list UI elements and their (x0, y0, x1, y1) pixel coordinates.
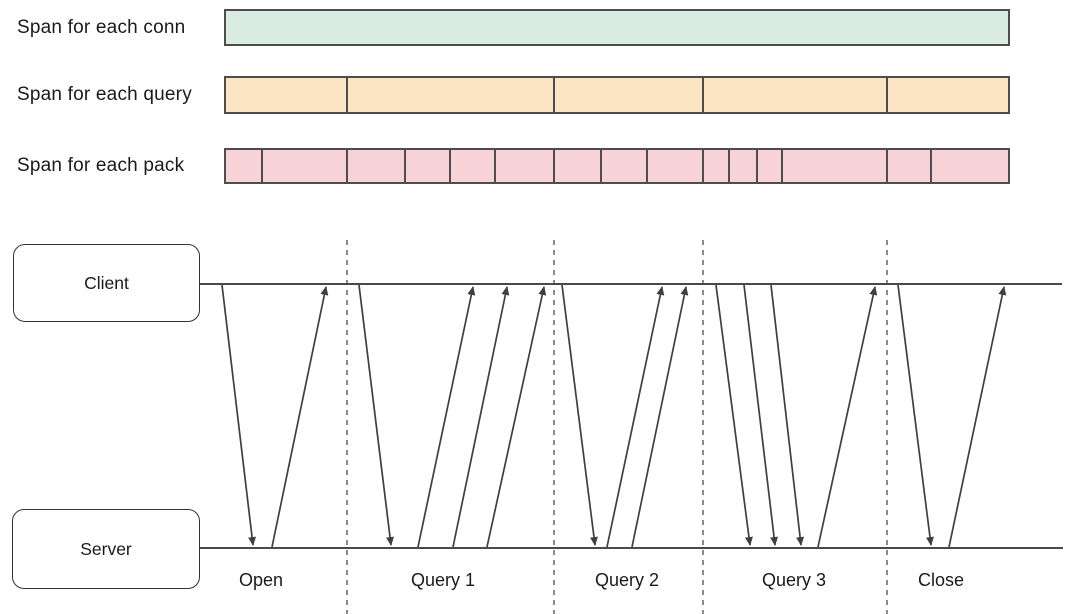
phase-label-query-3: Query 3 (761, 570, 827, 590)
pack-span-bar (224, 148, 1010, 184)
server-label: Server (80, 538, 132, 559)
message-arrow-client-to-server (743, 284, 779, 546)
message-arrow-server-to-client (631, 286, 689, 548)
phase-label-close: Close (917, 570, 965, 590)
message-arrow-client-to-server (221, 284, 257, 546)
client-label: Client (84, 272, 129, 293)
phase-label-open: Open (238, 570, 284, 590)
message-arrow-server-to-client (948, 286, 1007, 548)
phase-label-query-2: Query 2 (594, 570, 660, 590)
conn-span-bar (224, 9, 1010, 46)
row-label-query-span: Span for each query (17, 84, 192, 105)
message-arrow-client-to-server (715, 284, 753, 546)
message-arrow-client-to-server (561, 284, 598, 546)
row-label-conn-span: Span for each conn (17, 16, 186, 38)
message-arrow-server-to-client (817, 286, 878, 548)
message-arrow-client-to-server (897, 284, 934, 546)
message-arrow-server-to-client (417, 286, 476, 548)
message-arrow-server-to-client (606, 286, 665, 548)
message-arrow-server-to-client (486, 286, 547, 548)
message-arrow-client-to-server (358, 284, 394, 546)
message-arrow-client-to-server (770, 284, 805, 546)
query-span-bar (224, 76, 1010, 114)
row-label-pack-span: Span for each pack (17, 155, 185, 176)
phase-label-query-1: Query 1 (410, 570, 476, 590)
message-arrow-server-to-client (271, 286, 329, 548)
message-arrow-server-to-client (452, 286, 510, 548)
server-box: Server (12, 509, 200, 589)
client-box: Client (13, 244, 200, 322)
